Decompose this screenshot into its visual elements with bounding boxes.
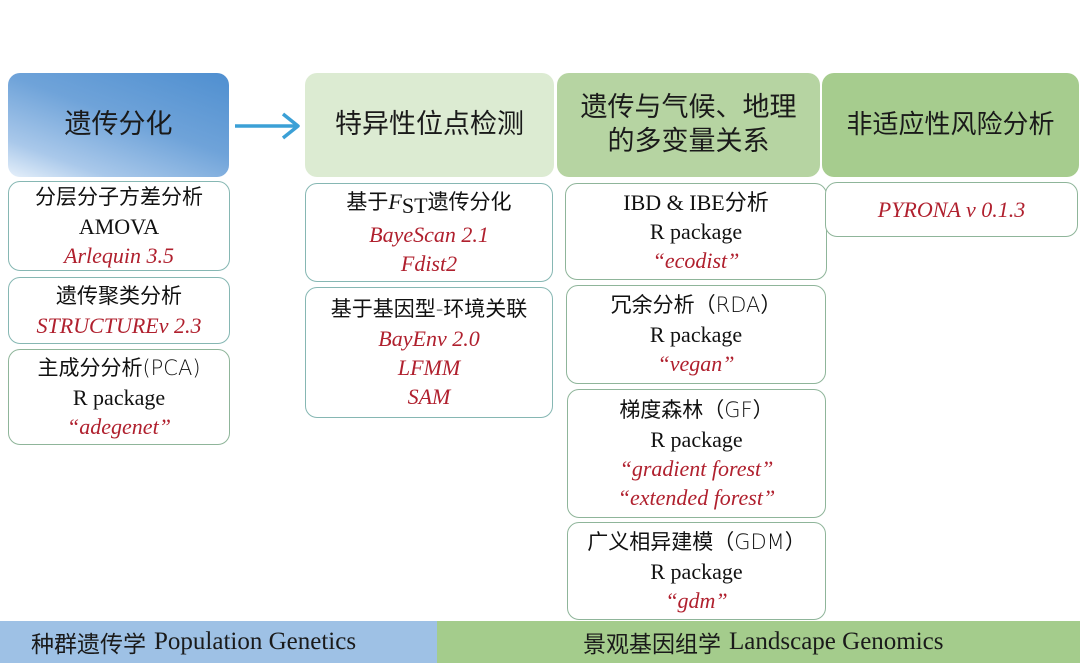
fst-subscript: ST: [401, 193, 428, 218]
package-label: R package: [649, 219, 743, 244]
method-box-gdm: 广义相异建模（GDM） R package “gdm”: [567, 522, 826, 620]
method-name: 基于基因型-环境关联: [330, 296, 528, 321]
method-name: IBD & IBE分析: [623, 190, 769, 215]
header-genetic-differentiation-label: 遗传分化: [64, 109, 173, 140]
package-label: R package: [72, 384, 166, 410]
method-box-rda: 冗余分析（RDA） R package “vegan”: [566, 285, 826, 384]
software-name: STRUCTUREv 2.3: [36, 312, 202, 338]
software-name: SAM: [407, 383, 451, 409]
software-name: Fdist2: [400, 251, 458, 276]
package-label: R package: [649, 322, 743, 347]
software-name: BayEnv 2.0: [378, 325, 480, 351]
package-label: R package: [650, 558, 743, 584]
method-box-amova: 分层分子方差分析 AMOVA Arlequin 3.5: [8, 181, 230, 271]
software-name: “gdm”: [665, 587, 728, 613]
footer-landscape-genomics-zh: 景观基因组学: [583, 632, 721, 658]
software-name: “adegenet”: [67, 413, 171, 439]
footer-population-genetics-zh: 种群遗传学: [31, 632, 146, 658]
right-arrow-icon: [235, 112, 300, 140]
method-name: 广义相异建模（GDM）: [587, 529, 806, 554]
header-genetic-differentiation: 遗传分化: [8, 73, 229, 177]
method-name: 主成分分析(PCA): [37, 355, 201, 380]
method-box-fst: 基于FST遗传分化 BayeScan 2.1 Fdist2: [305, 183, 553, 282]
header-maladaptation-risk: 非适应性风险分析: [822, 73, 1079, 177]
header-multivariate-relations: 遗传与气候、地理 的多变量关系: [557, 73, 820, 177]
header-outlier-detection-label: 特异性位点检测: [335, 109, 524, 140]
fst-symbol: F: [388, 189, 402, 214]
package-label: R package: [650, 426, 743, 452]
header-multivariate-line2: 的多变量关系: [607, 126, 770, 157]
software-name: “gradient forest”: [619, 455, 774, 481]
method-name: 基于FST遗传分化: [346, 187, 511, 220]
method-name-prefix: 基于: [346, 190, 389, 214]
header-multivariate-line1: 遗传与气候、地理: [580, 92, 797, 123]
software-name: “vegan”: [657, 351, 735, 376]
software-name: “extended forest”: [617, 484, 776, 510]
footer-population-genetics: 种群遗传学 Population Genetics: [0, 621, 437, 663]
software-name: Arlequin 3.5: [64, 242, 174, 268]
footer-landscape-genomics-en: Landscape Genomics: [729, 628, 944, 655]
method-name: 冗余分析（RDA）: [610, 293, 782, 317]
method-box-structure: 遗传聚类分析 STRUCTUREv 2.3: [8, 277, 230, 344]
method-abbrev: AMOVA: [78, 213, 160, 239]
method-name-suffix: 遗传分化: [427, 190, 512, 214]
software-name: BayeScan 2.1: [369, 222, 489, 247]
footer-population-genetics-en: Population Genetics: [154, 628, 357, 655]
method-box-gea: 基于基因型-环境关联 BayEnv 2.0 LFMM SAM: [305, 287, 553, 418]
header-maladaptation-risk-label: 非适应性风险分析: [846, 110, 1055, 140]
software-name: PYRONA v 0.1.3: [877, 197, 1026, 222]
method-name: 分层分子方差分析: [35, 184, 203, 209]
method-box-gf: 梯度森林（GF） R package “gradient forest” “ex…: [567, 389, 826, 518]
software-name: LFMM: [397, 354, 461, 380]
method-box-pyrona: PYRONA v 0.1.3: [825, 182, 1078, 237]
header-outlier-detection: 特异性位点检测: [305, 73, 554, 177]
software-name: “ecodist”: [652, 248, 740, 273]
footer-landscape-genomics: 景观基因组学 Landscape Genomics: [437, 621, 1080, 663]
method-box-pca: 主成分分析(PCA) R package “adegenet”: [8, 349, 230, 445]
method-box-ibd-ibe: IBD & IBE分析 R package “ecodist”: [565, 183, 827, 280]
method-name: 梯度森林（GF）: [619, 397, 774, 422]
method-name: 遗传聚类分析: [56, 283, 182, 308]
